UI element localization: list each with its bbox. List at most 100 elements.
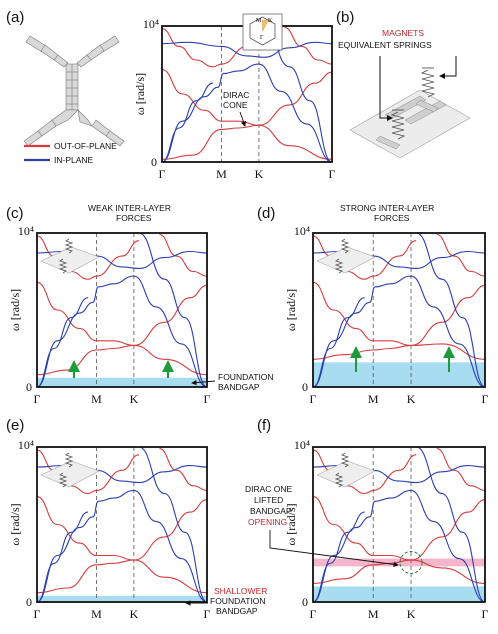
in-plane-band [138, 232, 208, 388]
plot-frame [36, 446, 208, 603]
x-tick-label: M [216, 167, 227, 181]
x-tick-label: Γ [204, 392, 211, 406]
x-tick-label: K [130, 392, 139, 406]
out-of-plane-band [436, 233, 486, 277]
out-of-plane-band [312, 281, 486, 346]
out-of-plane-band [36, 281, 208, 346]
weak-forces-line2: FORCES [116, 213, 152, 223]
x-tick-label: Γ [310, 607, 317, 621]
out-of-plane-band [159, 233, 208, 277]
spring-left [390, 109, 406, 140]
y-tick-zero: 0 [26, 595, 32, 609]
shallower-label: SHALLOWER [214, 586, 267, 596]
opening-label: OPENING [248, 517, 287, 527]
out-of-plane-band [436, 448, 486, 491]
in-plane-band [161, 82, 214, 163]
y-axis-label: ω [rad/s] [284, 289, 298, 331]
x-tick-label: Γ [159, 167, 166, 181]
bandgap-band [37, 377, 207, 387]
legend-out-of-plane: OUT-OF-PLANE [54, 141, 117, 151]
y-axis-label: ω [rad/s] [8, 289, 22, 331]
x-tick-label: Γ [482, 392, 489, 406]
in-plane-band [161, 63, 333, 163]
strong-forces-line2: FORCES [374, 213, 410, 223]
y-axis-label: ω [rad/s] [284, 503, 298, 545]
in-plane-band [312, 489, 486, 603]
x-tick-label: K [407, 392, 416, 406]
foundation-bandgap-c-2: BANDGAP [218, 382, 260, 392]
bz-gamma-label: Γ [260, 35, 264, 41]
foundation-bandgap-c-1: FOUNDATION [218, 372, 274, 382]
lifted-label: LIFTED [254, 495, 283, 505]
x-tick-label: K [255, 167, 264, 181]
lattice-unit-cell [23, 35, 125, 147]
y-tick-max: 10⁴ [18, 438, 34, 452]
out-of-plane-band [312, 559, 486, 584]
x-tick-label: Γ [204, 607, 211, 621]
panel-c-label: (c) [6, 205, 24, 222]
y-tick-max: 10⁴ [294, 224, 310, 238]
magnets-label: MAGNETS [382, 28, 424, 38]
bandgap-arrow-c [191, 379, 216, 386]
opening-arrow [269, 530, 399, 568]
panel-b-label: (b) [336, 9, 354, 26]
spring-right [420, 67, 436, 98]
foundation-bandgap-e-2: BANDGAP [216, 606, 258, 616]
x-tick-label: K [130, 607, 139, 621]
x-tick-label: Γ [310, 392, 317, 406]
y-tick-zero: 0 [302, 380, 308, 394]
in-plane-band [36, 275, 208, 388]
spring-arrow-right [439, 56, 457, 79]
in-plane-band [312, 275, 486, 388]
x-tick-label: Γ [34, 392, 41, 406]
dirac-label-2: CONE [223, 100, 248, 110]
y-tick-max: 10⁴ [143, 17, 159, 31]
y-tick-max: 10⁴ [294, 438, 310, 452]
layer-sketch [40, 238, 100, 274]
x-tick-label: M [368, 607, 379, 621]
out-of-plane-band [161, 124, 333, 160]
layer-sketch [316, 238, 376, 274]
layer-sketch [316, 452, 376, 488]
bz-k-label: K [268, 18, 273, 24]
in-plane-band [416, 446, 486, 603]
foundation-bandgap-e-1: FOUNDATION [210, 596, 266, 606]
springs-label: EQUIVALENT SPRINGS [338, 40, 432, 50]
y-axis-label: ω [rad/s] [133, 73, 147, 115]
plate-sketch [349, 89, 471, 159]
in-plane-band [36, 297, 89, 388]
in-plane-band [138, 446, 208, 603]
dirac-one-label: DIRAC ONE [245, 484, 293, 494]
y-tick-zero: 0 [26, 380, 32, 394]
legend-in-plane: IN-PLANE [54, 155, 94, 165]
panel-a-label: (a) [6, 9, 24, 26]
spring-arrow-left [379, 56, 393, 121]
x-tick-label: K [407, 607, 416, 621]
bz-m-label: M [256, 18, 262, 24]
out-of-plane-band [159, 448, 208, 491]
bandgap-band [313, 362, 485, 387]
out-of-plane-band [36, 496, 208, 561]
dirac-label-1: DIRAC [223, 90, 249, 100]
x-tick-label: M [368, 392, 379, 406]
panel-d-label: (d) [257, 205, 275, 222]
x-tick-label: M [91, 392, 102, 406]
in-plane-band [161, 41, 333, 58]
in-plane-band [36, 511, 89, 603]
plot-frame [36, 232, 208, 388]
y-tick-zero: 0 [151, 155, 157, 169]
bandgap-label-f: BANDGAP [250, 506, 292, 516]
out-of-plane-band [312, 343, 486, 360]
x-tick-label: Γ [482, 607, 489, 621]
bandgap-band [313, 586, 485, 602]
bandgap-band [37, 595, 207, 602]
y-tick-zero: 0 [302, 595, 308, 609]
out-of-plane-band [36, 559, 208, 594]
panel-f-label: (f) [257, 417, 271, 434]
in-plane-band [36, 489, 208, 603]
